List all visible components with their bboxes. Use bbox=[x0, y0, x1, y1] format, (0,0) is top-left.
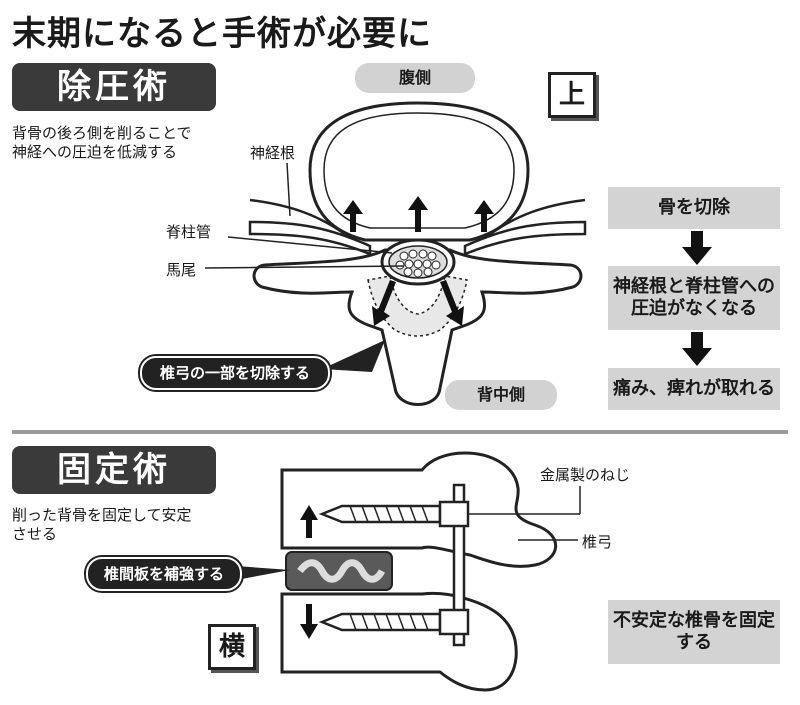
ventral-label: 腹側 bbox=[355, 63, 475, 93]
cauda-equina bbox=[395, 249, 441, 278]
page-title: 末期になると手術が必要に bbox=[12, 14, 432, 54]
down-arrows bbox=[372, 280, 464, 326]
removed-lamina bbox=[367, 275, 468, 337]
up-arrow-icon bbox=[300, 505, 318, 538]
dorsal-label: 背中側 bbox=[445, 380, 557, 410]
fixation-description: 削った背骨を固定して安定 させる bbox=[12, 506, 192, 544]
cauda-equina-label: 馬尾 bbox=[166, 261, 197, 279]
flow-step-2: 神経根と脊柱管への圧迫がなくなる bbox=[608, 266, 780, 330]
upper-screw bbox=[318, 500, 470, 528]
disc-cage bbox=[297, 559, 386, 583]
lamina-removal-callout: 椎弓の一部を切除する bbox=[140, 356, 330, 390]
nerve-root-label: 神経根 bbox=[250, 144, 296, 162]
down-arrow-icon bbox=[300, 604, 318, 639]
flow-step-1: 骨を切除 bbox=[608, 187, 780, 229]
spinal-canal-label: 脊柱管 bbox=[166, 223, 212, 241]
flow-arrow-icon bbox=[682, 231, 712, 265]
lamina-label: 椎弓 bbox=[582, 533, 613, 551]
decompression-description-line1: 背骨の後ろ側を削ることで bbox=[12, 124, 192, 142]
lower-vertebra bbox=[280, 591, 518, 692]
lower-screw bbox=[318, 608, 470, 636]
decompression-header: 除圧術 bbox=[12, 63, 216, 111]
disc-reinforce-callout: 椎間板を補強する bbox=[86, 557, 242, 591]
fixation-rod bbox=[452, 483, 466, 647]
flow-arrow-icon bbox=[682, 332, 712, 366]
fixation-description-line1: 削った背骨を固定して安定 bbox=[12, 506, 192, 524]
flow-step-3: 痛み、痺れが取れる bbox=[608, 368, 780, 410]
screw-label: 金属製のねじ bbox=[540, 466, 631, 484]
section-divider bbox=[12, 430, 788, 434]
side-view-indicator: 横 bbox=[208, 624, 256, 670]
fixation-description-line2: させる bbox=[12, 525, 58, 543]
decompression-description-line2: 神経への圧迫を低減する bbox=[12, 143, 178, 161]
top-view-indicator: 上 bbox=[548, 72, 596, 118]
vertebra-top-view bbox=[204, 101, 587, 406]
decompression-description: 背骨の後ろ側を削ることで 神経への圧迫を低減する bbox=[12, 124, 192, 162]
up-arrows bbox=[343, 196, 494, 232]
fixation-header: 固定術 bbox=[12, 446, 216, 494]
fixation-result: 不安定な椎骨を固定する bbox=[608, 600, 780, 664]
